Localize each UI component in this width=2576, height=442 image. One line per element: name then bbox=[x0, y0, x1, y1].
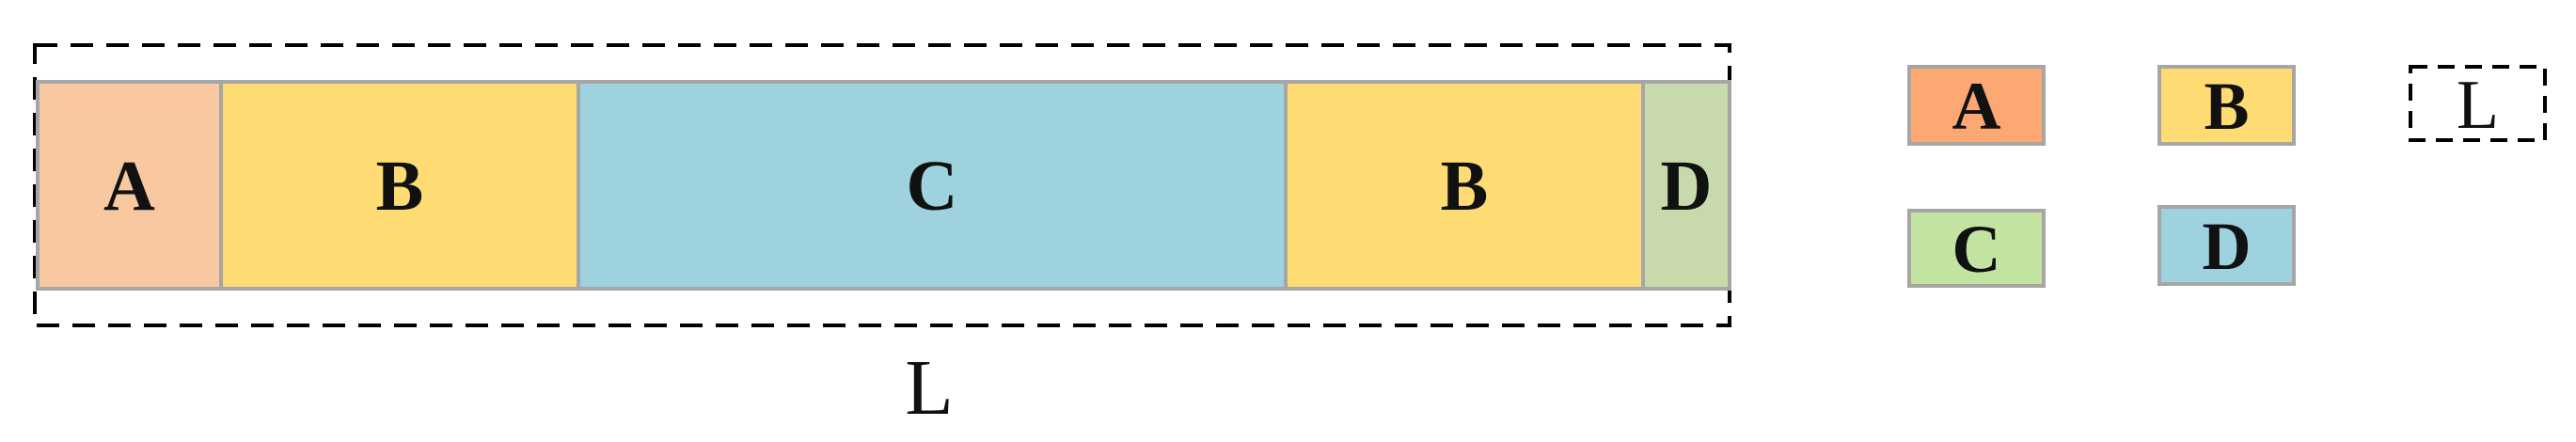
segment-d-label: D bbox=[1661, 147, 1713, 226]
segment-d-block bbox=[1641, 80, 1731, 291]
legend-item-l: L bbox=[2409, 65, 2547, 144]
legend-item-a: A bbox=[1907, 65, 2046, 146]
segment-c: C bbox=[577, 80, 1288, 291]
segment-a-block bbox=[36, 80, 223, 291]
legend-swatch-b bbox=[2157, 65, 2296, 146]
segment-b-first-label: B bbox=[376, 147, 424, 226]
segment-b-first-block bbox=[219, 80, 580, 291]
legend-swatch-d bbox=[2157, 205, 2296, 286]
legend-swatch-c bbox=[1907, 209, 2046, 288]
segment-a: A bbox=[36, 80, 223, 291]
segment-b-first: B bbox=[219, 80, 580, 291]
segment-b-second-block bbox=[1284, 80, 1645, 291]
legend: A B L C D bbox=[1907, 65, 2547, 288]
legend-swatch-l-dashed bbox=[2409, 65, 2547, 142]
segment-b-second: B bbox=[1284, 80, 1645, 291]
legend-label-l: L bbox=[2457, 67, 2499, 144]
segment-c-block bbox=[577, 80, 1288, 291]
legend-item-b: B bbox=[2157, 65, 2296, 146]
legend-item-d: D bbox=[2157, 205, 2296, 286]
legend-item-c: C bbox=[1907, 209, 2046, 288]
segment-a-label: A bbox=[103, 147, 155, 226]
segment-d: D bbox=[1641, 80, 1731, 291]
legend-label-c: C bbox=[1952, 212, 2001, 287]
legend-label-b: B bbox=[2204, 69, 2249, 144]
segment-b-second-label: B bbox=[1441, 147, 1489, 226]
length-l-label: L bbox=[905, 344, 953, 432]
legend-label-a: A bbox=[1952, 69, 2001, 144]
legend-swatch-a bbox=[1907, 65, 2046, 146]
legend-label-d: D bbox=[2203, 209, 2252, 284]
segment-c-label: C bbox=[907, 147, 958, 226]
